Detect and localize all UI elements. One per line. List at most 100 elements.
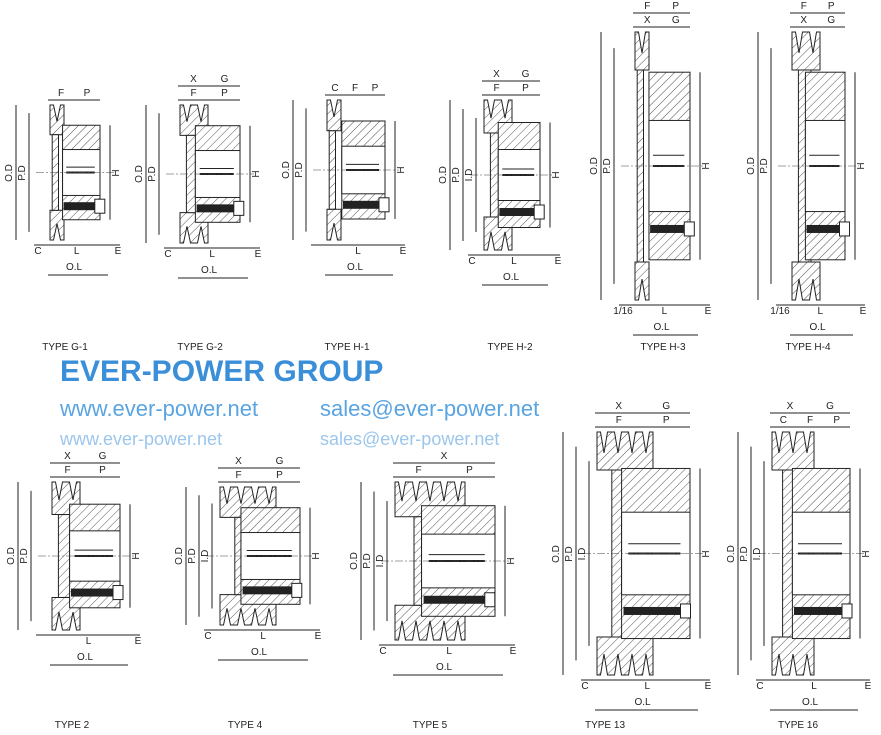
dimension-label-f: F <box>615 415 622 426</box>
dimension-label-l: L <box>355 246 361 257</box>
dimension-label-x: X <box>786 401 794 412</box>
dimension-label-x: X <box>235 456 242 467</box>
dimension-label-pd: P.D <box>187 548 198 564</box>
dimension-label-ol: O.L <box>634 697 651 708</box>
top-rim <box>791 31 821 71</box>
bolt <box>423 595 485 604</box>
bolt <box>623 606 681 615</box>
dimension-label-e: E <box>859 306 867 317</box>
type-label: TYPE G-2 <box>177 342 223 353</box>
dimension-label-x: X <box>493 69 500 80</box>
dimension-label-ol: O.L <box>250 647 268 658</box>
dimension-label-pd: P.D <box>362 553 373 569</box>
dimension-label-h: H <box>111 168 122 177</box>
dimension-label-l: L <box>811 681 817 692</box>
dimension-label-od: O.D <box>4 163 15 182</box>
type-label: TYPE H-4 <box>785 342 831 353</box>
dimension-label-p: P <box>221 88 228 99</box>
dimension-label-f: F <box>57 88 65 99</box>
dimension-label-p: P <box>466 465 473 476</box>
dimension-label-p: P <box>371 83 379 94</box>
dimension-label-pd: P.D <box>602 158 613 174</box>
dimension-label-f: F <box>190 88 197 99</box>
dimension-label-c: C <box>581 681 589 692</box>
dimension-label-e: E <box>254 249 262 260</box>
dimension-label-g: G <box>826 401 834 412</box>
bolt-head <box>841 603 853 619</box>
dimension-label-ol: O.L <box>809 322 826 333</box>
dimension-label-c: C <box>164 249 172 260</box>
type-label: TYPE H-2 <box>487 342 533 353</box>
dimension-label-116: 1/16 <box>770 306 790 317</box>
dimension-label-e: E <box>704 306 712 317</box>
bolt <box>63 202 95 211</box>
bottom-rim <box>49 209 65 241</box>
top-rim <box>49 104 65 136</box>
dimension-label-p: P <box>276 470 283 481</box>
dimension-label-g: G <box>827 15 836 26</box>
dimension-label-od: O.D <box>134 165 145 183</box>
dimension-label-h: H <box>856 162 867 170</box>
dimension-label-pd: P.D <box>739 545 750 562</box>
pulley-drawing <box>737 412 870 711</box>
dimension-label-ol: O.L <box>76 652 94 663</box>
dimension-label-od: O.D <box>726 544 737 563</box>
dimension-label-c: C <box>34 246 42 257</box>
bolt <box>650 224 685 233</box>
dimension-label-od: O.D <box>281 161 292 179</box>
type-label: TYPE 4 <box>227 720 263 731</box>
dimension-label-p: P <box>833 415 840 426</box>
dimension-label-h: H <box>251 170 262 178</box>
bottom-rim <box>634 261 650 301</box>
dimension-label-pd: P.D <box>451 167 462 183</box>
dimension-label-g: G <box>662 401 671 412</box>
bolt <box>242 586 292 595</box>
dimension-label-od: O.D <box>174 547 185 565</box>
dimension-label-ol: O.L <box>200 265 218 276</box>
bolt-head <box>683 221 695 237</box>
dimension-label-l: L <box>644 681 651 692</box>
dimension-label-p: P <box>83 88 91 99</box>
dimension-label-g: G <box>220 74 229 85</box>
pulley-drawing <box>292 94 405 276</box>
dimension-label-pd: P.D <box>294 162 305 178</box>
dimension-label-e: E <box>509 646 517 657</box>
dimension-label-ol: O.L <box>346 262 364 273</box>
dimension-label-id: I.D <box>375 554 386 568</box>
bottom-rim <box>791 261 821 301</box>
bolt <box>71 588 113 597</box>
dimension-label-f: F <box>493 83 500 94</box>
bolt-head <box>233 200 245 216</box>
type-label: TYPE 5 <box>412 720 448 731</box>
bolt-head <box>94 198 106 214</box>
bolt-head <box>484 592 496 608</box>
dimension-label-ol: O.L <box>65 262 83 273</box>
dimension-label-h: H <box>551 171 562 179</box>
dimension-label-od: O.D <box>6 547 17 565</box>
dimension-label-e: E <box>864 681 872 692</box>
dimension-label-h: H <box>506 557 517 565</box>
dimension-label-ol: O.L <box>502 272 520 283</box>
dimension-label-f: F <box>644 1 651 12</box>
dimension-label-116: 1/16 <box>613 306 633 317</box>
dimension-label-id: I.D <box>577 547 588 560</box>
pulley-drawing <box>562 412 710 711</box>
dimension-label-h: H <box>396 166 407 174</box>
bolt-head <box>378 197 390 213</box>
dimension-label-x: X <box>643 15 651 26</box>
dimension-label-c: C <box>756 681 764 692</box>
dimension-label-e: E <box>704 681 712 692</box>
bolt <box>794 606 842 615</box>
dimension-label-l: L <box>260 631 266 642</box>
pulley-drawing <box>17 462 140 666</box>
pulley-drawing <box>600 12 710 336</box>
dimension-label-c: C <box>468 256 476 267</box>
pulley-drawing <box>757 12 865 336</box>
dimension-label-p: P <box>522 83 529 94</box>
dimension-label-pd: P.D <box>19 548 30 564</box>
dimension-label-e: E <box>399 246 407 257</box>
dimension-label-l: L <box>85 636 92 647</box>
dimension-label-c: C <box>204 631 212 642</box>
dimension-label-g: G <box>671 15 680 26</box>
